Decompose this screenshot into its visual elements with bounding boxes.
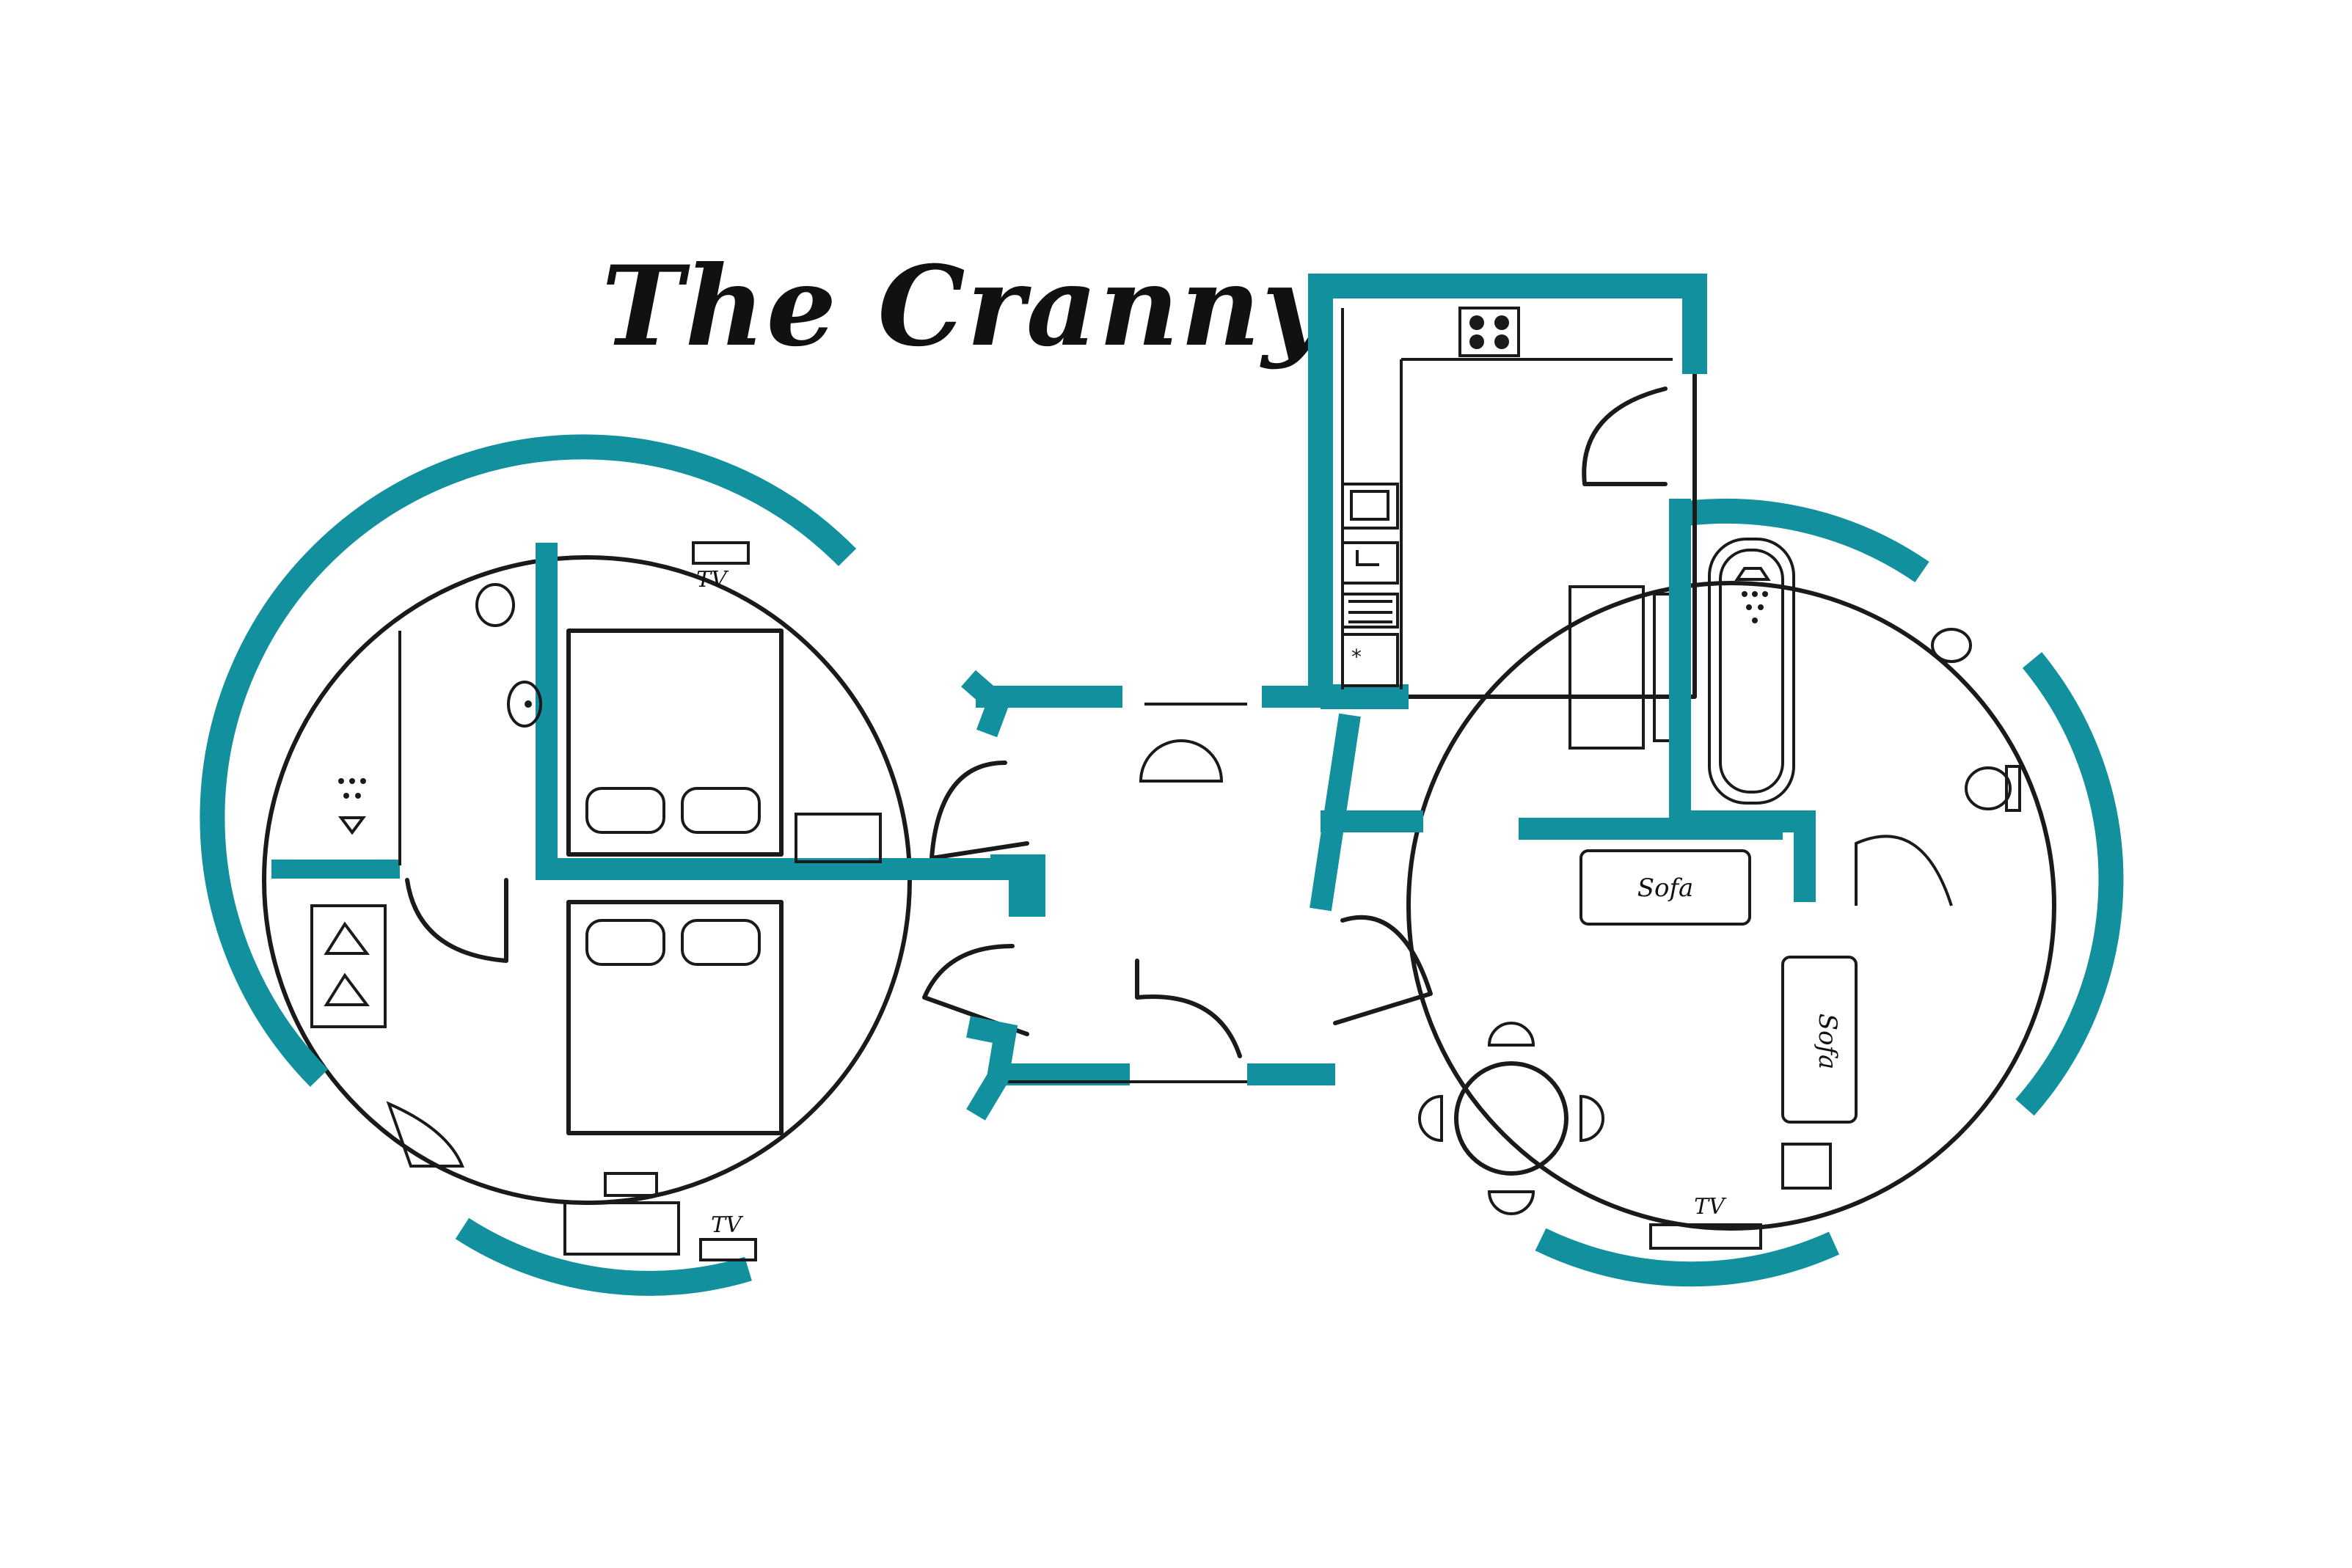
chair-2: [604, 1172, 658, 1197]
hanger-icon: [310, 904, 387, 1028]
bathroom-right: [1669, 499, 2021, 906]
right-circle-shell: [1406, 498, 2124, 1287]
bed-1: [566, 629, 784, 857]
outer-wall-left-arc: [200, 434, 857, 1087]
sofa-vertical: [1781, 956, 1858, 1124]
tv-label-living: TV: [1694, 1194, 1727, 1220]
outer-wall-right-arc-side: [2015, 652, 2124, 1116]
shower-icon: [1734, 567, 1771, 623]
tv-label-bedroom-2: TV: [711, 1212, 744, 1238]
armchair: [1781, 1143, 1832, 1190]
tv-label-bedroom-1: TV: [696, 567, 729, 593]
fridge-icon: *: [1341, 633, 1399, 687]
bedrooms: TV TV: [271, 541, 1034, 1261]
tv-stand-bedroom-1: [692, 541, 750, 565]
toilet-icon: [1931, 628, 1972, 663]
desk-2: [563, 1201, 680, 1256]
sofa-label-horizontal: Sofa: [1637, 873, 1694, 903]
hall-half-table: [1139, 739, 1224, 783]
toilet-icon: [475, 583, 515, 627]
tv-stand-living: [1649, 1223, 1762, 1250]
kitchen-wall-teal: [1308, 274, 1707, 697]
washing-machine-icon: [1341, 593, 1399, 629]
sink-icon: [507, 681, 542, 728]
stove-icon: [1458, 307, 1520, 357]
ensuite-door[interactable]: [405, 878, 508, 963]
floor-plan-title: The Cranny: [602, 242, 1328, 371]
living-room: Sofa Sofa TV: [1333, 818, 1858, 1250]
svg-text:*: *: [1351, 645, 1362, 669]
bed-2: [566, 900, 784, 1135]
sofa-horizontal: [1579, 849, 1751, 926]
hall-door-bottom[interactable]: [1135, 959, 1242, 1058]
dresser-1: [795, 813, 882, 863]
outer-wall-right-arc-top: [1686, 498, 1929, 583]
hall-door-bottom-left[interactable]: [922, 944, 1029, 1036]
outer-wall-left-bottom-arc: [455, 1217, 752, 1296]
living-door[interactable]: [1333, 915, 1433, 1025]
sofa-label-vertical: Sofa: [1813, 1014, 1842, 1070]
kitchen: *: [1308, 274, 1707, 750]
dining-table: [1418, 1022, 1604, 1215]
sink-icon: [1341, 541, 1399, 585]
bedside-table-2: [386, 1101, 464, 1168]
tv-stand-bedroom-2: [699, 1238, 757, 1261]
bathtub-icon: [1708, 538, 1795, 805]
shower-icon: [338, 778, 366, 835]
outer-wall-right-arc-bottom: [1535, 1228, 1840, 1287]
entry-door[interactable]: [1582, 386, 1668, 486]
kitchen-table: [1568, 585, 1645, 750]
hall-door-left[interactable]: [930, 761, 1029, 860]
toilet-icon: [1965, 765, 2021, 812]
microwave-icon: [1341, 483, 1399, 530]
